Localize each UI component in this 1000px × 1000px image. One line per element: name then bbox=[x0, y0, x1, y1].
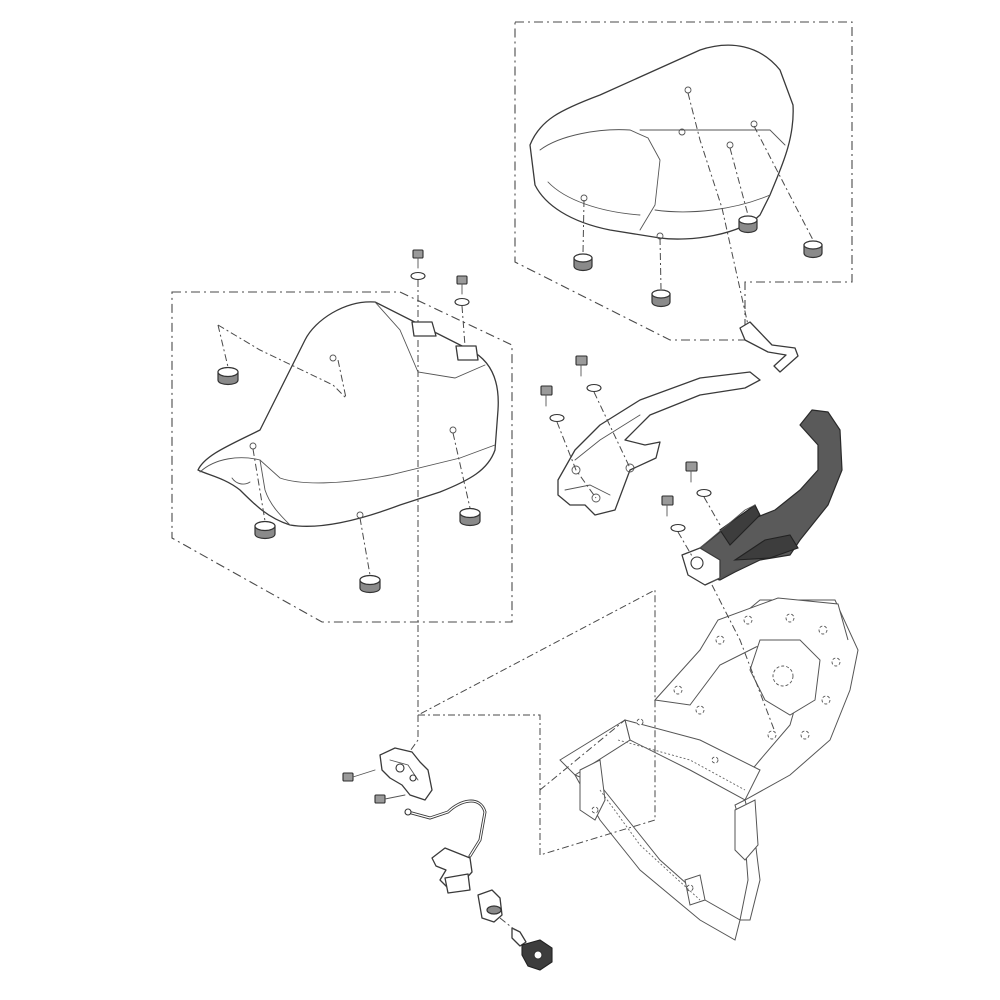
seat-bolt bbox=[454, 275, 470, 307]
seat-grommet bbox=[254, 520, 276, 540]
grab-bar-bracket-group bbox=[540, 355, 761, 516]
handle-bolt bbox=[661, 495, 686, 533]
rear-seat-cowl bbox=[529, 44, 794, 240]
cowl-grommet bbox=[573, 253, 593, 272]
seat-grommet bbox=[217, 366, 239, 386]
seat-bolt bbox=[410, 249, 426, 281]
seat-lock-cylinder bbox=[477, 889, 503, 923]
latch-bolt bbox=[342, 769, 376, 782]
ignition-key bbox=[511, 927, 553, 971]
rider-seat-group bbox=[171, 249, 513, 623]
bracket-bolt bbox=[540, 385, 565, 423]
latch-bolt bbox=[374, 794, 406, 804]
bracket-bolt bbox=[575, 355, 602, 393]
passenger-grab-handle-group bbox=[661, 409, 843, 733]
seat-latch bbox=[379, 747, 433, 801]
seat-grommet bbox=[459, 507, 481, 527]
seat-lock-assembly bbox=[342, 747, 553, 971]
seat-grommet bbox=[359, 574, 381, 594]
cowl-latch-bracket bbox=[739, 321, 799, 373]
rear-frame bbox=[559, 597, 859, 941]
rear-seat-cowl-group bbox=[514, 21, 853, 373]
handle-bolt bbox=[685, 461, 712, 498]
rider-seat bbox=[197, 301, 499, 527]
seat-lock-cable bbox=[406, 799, 487, 858]
cowl-grommet bbox=[651, 289, 671, 308]
cowl-grommet bbox=[803, 240, 823, 259]
cowl-grommet bbox=[738, 215, 758, 234]
grab-bar-bracket bbox=[557, 371, 761, 516]
